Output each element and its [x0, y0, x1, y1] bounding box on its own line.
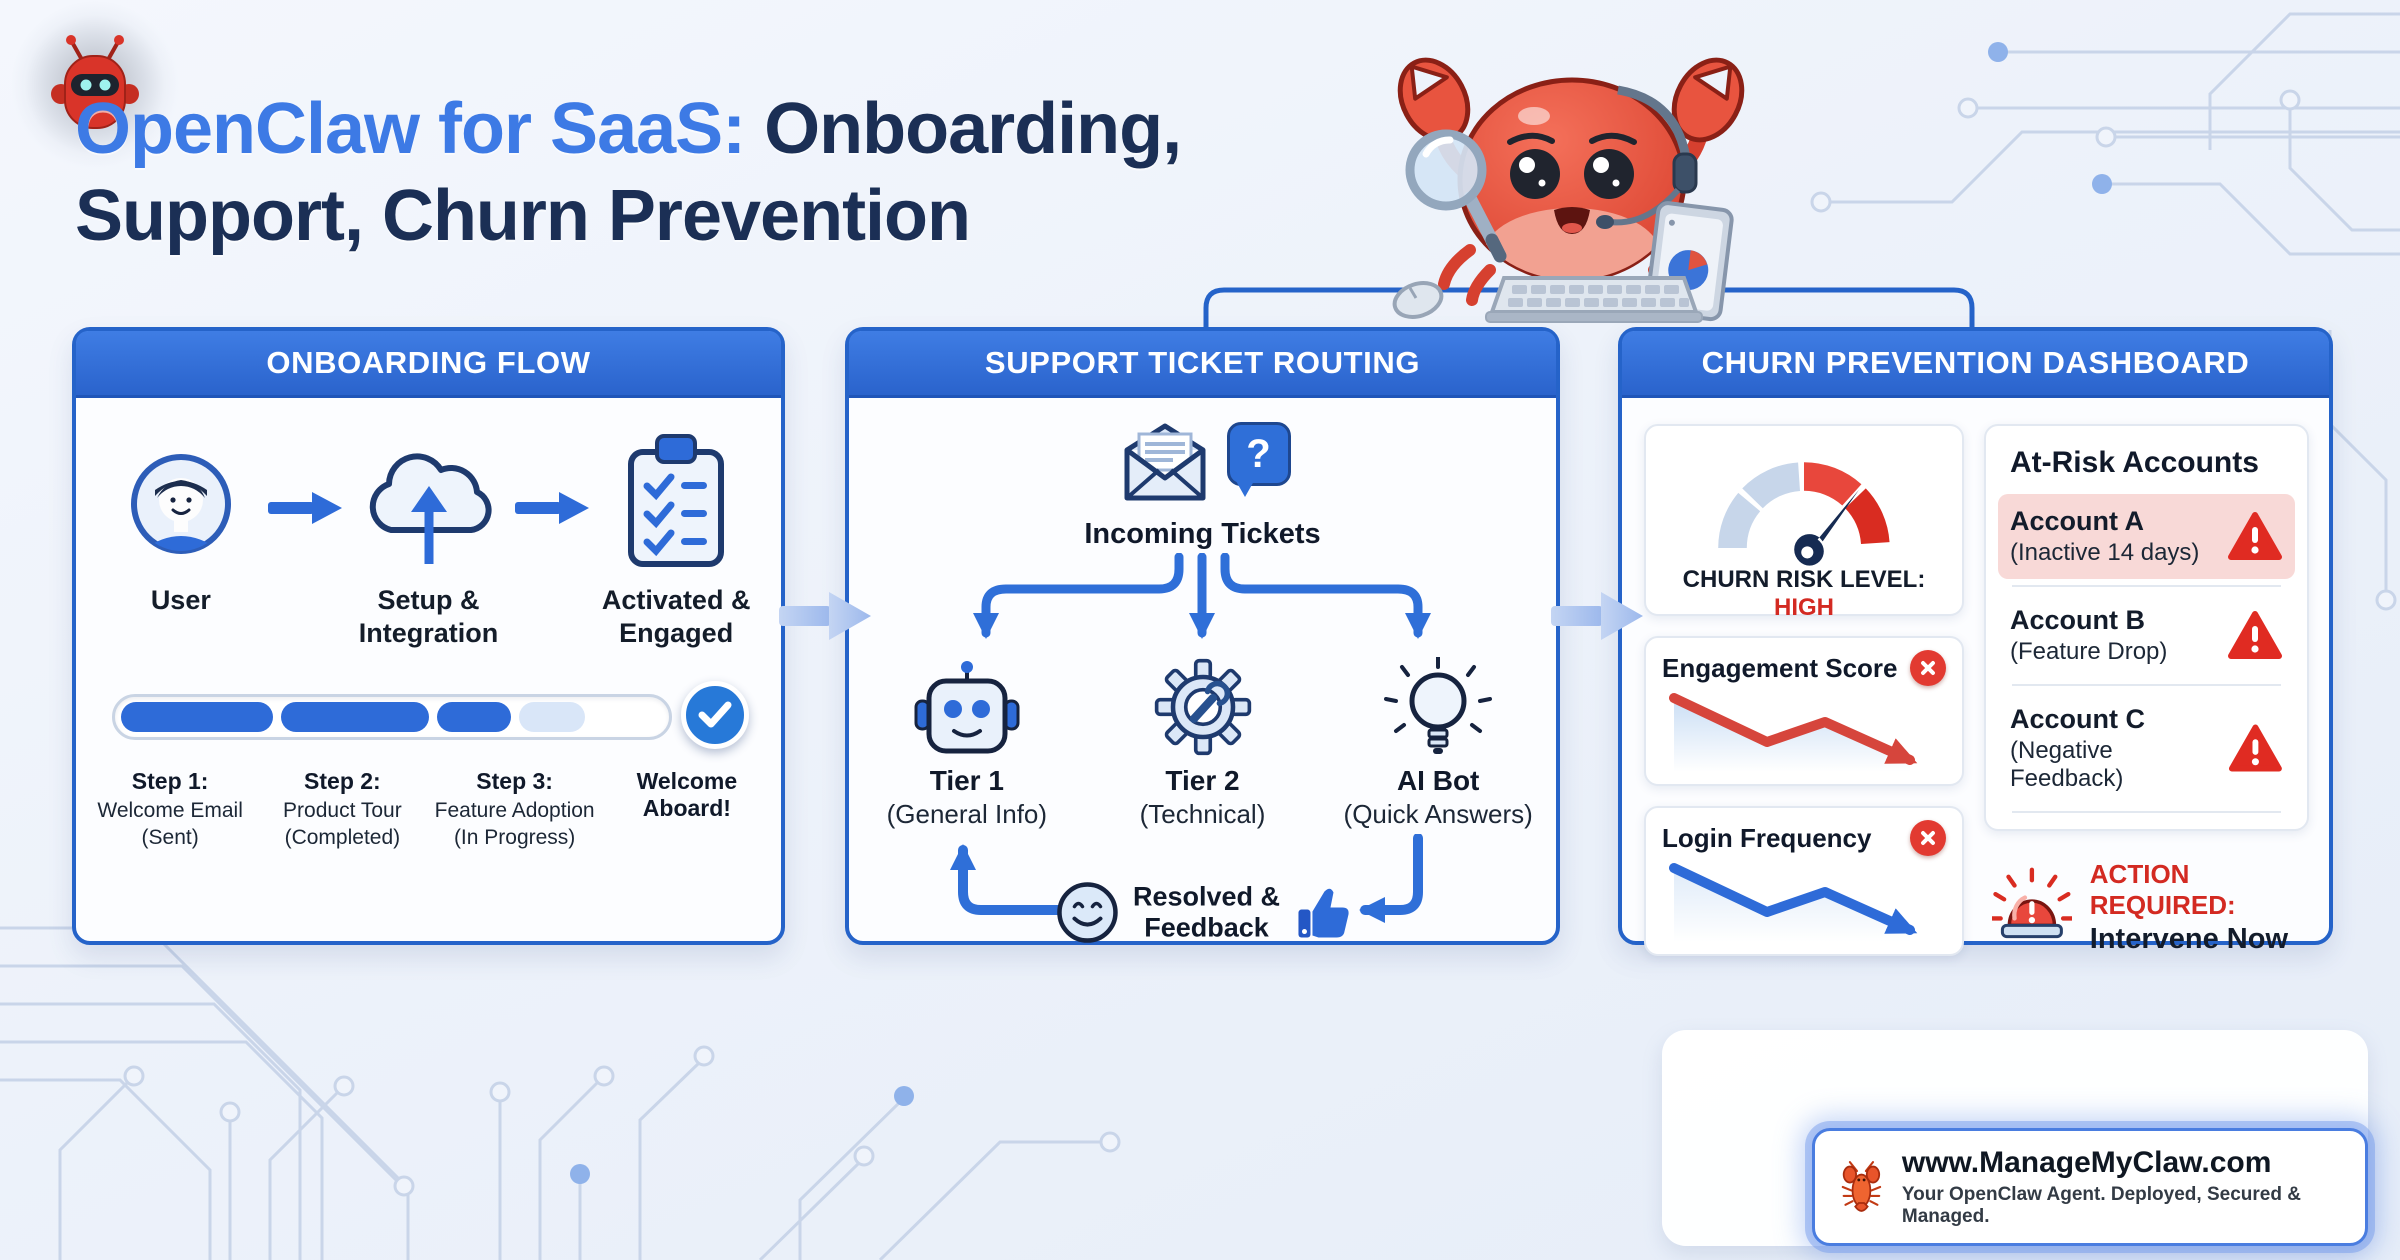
title-rest: Onboarding, [745, 89, 1182, 170]
churn-risk-value: HIGH [1774, 594, 1834, 621]
action-required-label: ACTION REQUIRED: [2089, 859, 2236, 920]
routing-branch-arrows [973, 553, 1431, 639]
panel-onboarding: ONBOARDING FLOW [72, 327, 785, 945]
account-row-c: Account C (Negative Feedback) [1998, 692, 2295, 805]
siren-icon [1992, 867, 2072, 938]
openclaw-logo [10, 0, 180, 170]
title-brand: OpenClaw for SaaS: [75, 89, 746, 170]
progress-segment-3 [437, 701, 511, 732]
question-bubble-icon: ? [1226, 422, 1291, 497]
divider [2012, 585, 2281, 587]
lobster-icon [1841, 1161, 1882, 1212]
flow-item-setup: Setup & Integration [342, 432, 516, 650]
x-circle-icon [1910, 650, 1946, 686]
tiers-row: Tier 1 (General Info) [849, 657, 1556, 830]
arrow-right-icon [515, 492, 590, 524]
progress-complete-check-icon [681, 680, 749, 749]
panel-churn: CHURN PREVENTION DASHBOARD [1618, 327, 2333, 956]
step-2: Step 2: Product Tour (Completed) [283, 767, 402, 849]
panel-support-header: SUPPORT TICKET ROUTING [849, 331, 1556, 398]
divider [2012, 684, 2281, 686]
tier-2: Tier 2 (Technical) [1085, 658, 1321, 830]
divider [2012, 811, 2281, 813]
onboarding-progress [112, 680, 749, 749]
arrow-right-icon [267, 492, 342, 524]
robot-icon [914, 661, 1020, 754]
right-claw [1671, 57, 1745, 143]
churn-risk-label: CHURN RISK LEVEL: [1682, 566, 1926, 593]
resolved-feedback-label: Resolved & Feedback [1132, 881, 1281, 943]
envelope-icon [1124, 423, 1205, 501]
account-row-b: Account B (Feature Drop) [1998, 593, 2295, 678]
robot-mascot-icon [51, 35, 139, 129]
incoming-tickets-icons: ? [849, 398, 1556, 504]
user-icon [130, 454, 231, 554]
panel-support: SUPPORT TICKET ROUTING ? Incoming Ticket… [845, 327, 1560, 945]
tier-1: Tier 1 (General Info) [849, 661, 1085, 830]
progress-segment-1 [121, 701, 273, 732]
flow-label-setup: Setup & Integration [358, 585, 499, 648]
at-risk-title: At-Risk Accounts [2010, 446, 2259, 479]
churn-risk-caption: CHURN RISK LEVEL: HIGH [1654, 566, 1954, 622]
crab-mascot [1352, 28, 1792, 323]
mouse-icon [1392, 281, 1444, 319]
step-3: Step 3: Feature Adoption (In Progress) [434, 767, 595, 849]
action-required-row: ACTION REQUIRED: Intervene Now [1984, 859, 2309, 956]
onboarding-steps-row: Step 1: Welcome Email (Sent) Step 2: Pro… [76, 768, 781, 851]
resolved-feedback-group: Resolved & Feedback [1055, 881, 1350, 945]
account-row-a: Account A (Inactive 14 days) [1998, 494, 2295, 579]
cloud-upload-icon [369, 453, 492, 564]
panel-link-arrow-icon [779, 592, 871, 640]
login-frequency-label: Login Frequency [1662, 822, 1872, 853]
incoming-tickets-label: Incoming Tickets [1084, 518, 1321, 550]
progress-segment-remaining [519, 701, 585, 732]
checklist-clipboard-icon [628, 434, 725, 567]
step-welcome: Welcome Aboard! [636, 767, 738, 822]
panel-link-arrow-icon [1551, 592, 1643, 640]
progress-track [112, 693, 672, 740]
churn-gauge-card: CHURN RISK LEVEL: HIGH [1644, 424, 1964, 621]
footer-tagline: Your OpenClaw Agent. Deployed, Secured &… [1901, 1184, 2301, 1227]
flow-label-user: User [150, 585, 211, 615]
keyboard-icon [1485, 276, 1703, 323]
smiley-icon [1056, 882, 1118, 943]
login-frequency-card: Login Frequency [1644, 806, 1964, 956]
feedback-loop-arrows [950, 834, 1423, 923]
onboarding-flow-row: User Setup & Integration [76, 398, 781, 650]
flow-item-user: User [94, 432, 268, 617]
magnifier-icon [1405, 129, 1507, 263]
x-circle-icon [1910, 820, 1946, 856]
footer-url: www.ManageMyClaw.com [1901, 1146, 2272, 1179]
progress-segment-2 [281, 701, 429, 732]
footer-card: www.ManageMyClaw.com Your OpenClaw Agent… [1812, 1128, 2368, 1246]
thumbs-up-icon [1298, 888, 1349, 938]
at-risk-accounts-card: At-Risk Accounts Account A (Inactive 14 … [1984, 424, 2309, 831]
panel-onboarding-header: ONBOARDING FLOW [76, 331, 781, 398]
bubble-tail [1235, 481, 1254, 497]
intervene-now-label: Intervene Now [2089, 923, 2288, 955]
panel-churn-header: CHURN PREVENTION DASHBOARD [1622, 331, 2329, 398]
lightbulb-icon [1384, 657, 1493, 754]
step-1: Step 1: Welcome Email (Sent) [97, 767, 243, 849]
page-title: OpenClaw for SaaS: Onboarding,Support, C… [75, 86, 1182, 260]
flow-item-activated: Activated & Engaged [589, 432, 763, 650]
login-trend-chart [1669, 863, 1918, 942]
warning-triangle-icon [2228, 511, 2282, 560]
flow-label-activated: Activated & Engaged [601, 585, 751, 648]
warning-triangle-icon [2228, 610, 2282, 659]
action-required-text: ACTION REQUIRED: Intervene Now [2090, 859, 2309, 956]
title-line2: Support, Churn Prevention [75, 176, 971, 257]
risk-gauge [1718, 462, 1890, 566]
crab-mascot-illustration [1392, 57, 1745, 323]
engagement-trend-chart [1669, 693, 1918, 772]
tier-ai-bot: AI Bot (Quick Answers) [1320, 657, 1556, 830]
question-glyph: ? [1246, 432, 1271, 476]
engagement-score-card: Engagement Score [1644, 636, 1964, 786]
engagement-score-label: Engagement Score [1662, 652, 1898, 683]
feedback-loop: Resolved & Feedback [849, 834, 1556, 986]
warning-triangle-icon [2229, 724, 2283, 772]
gear-wrench-icon [1154, 658, 1251, 756]
